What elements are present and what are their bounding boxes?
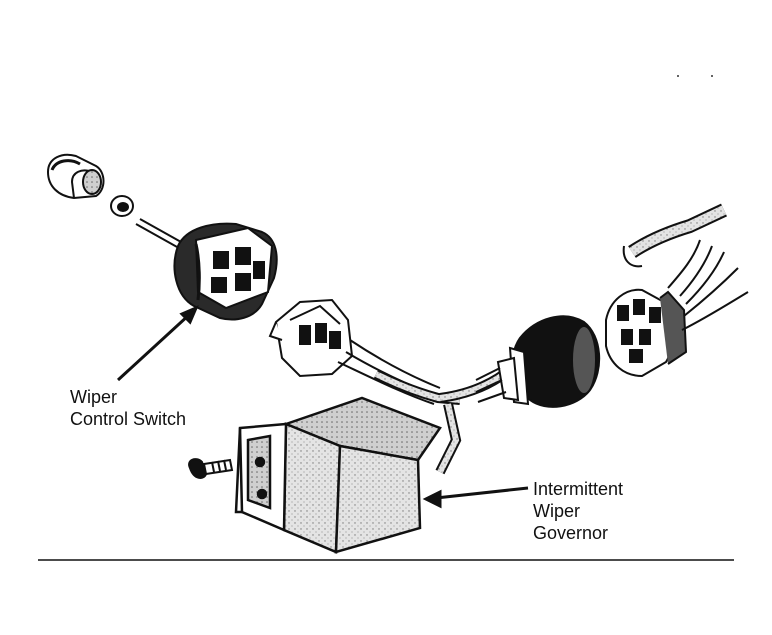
vehicle-harness-connector <box>605 288 688 378</box>
harness-round-connector <box>475 315 601 408</box>
label-line: Intermittent <box>533 479 624 499</box>
speck <box>677 75 679 77</box>
switch-callout-arrow <box>116 305 199 382</box>
switch-connector <box>268 298 354 378</box>
wiper-control-switch <box>173 222 278 321</box>
label-line: Control Switch <box>70 409 187 429</box>
label-line: Wiper <box>70 387 118 407</box>
vehicle-harness-wires <box>622 203 749 331</box>
wiper-control-switch-label: Wiper Control Switch <box>70 386 186 430</box>
intermittent-wiper-governor-label: Intermittent Wiper Governor <box>533 478 623 544</box>
label-line: Governor <box>533 523 609 543</box>
label-line: Wiper <box>533 501 581 521</box>
speck <box>711 75 713 77</box>
governor-callout-arrow <box>422 486 529 509</box>
intermittent-wiper-governor <box>234 396 442 554</box>
washer <box>110 195 134 217</box>
wiper-knob <box>46 153 105 200</box>
mounting-screw <box>188 458 234 479</box>
